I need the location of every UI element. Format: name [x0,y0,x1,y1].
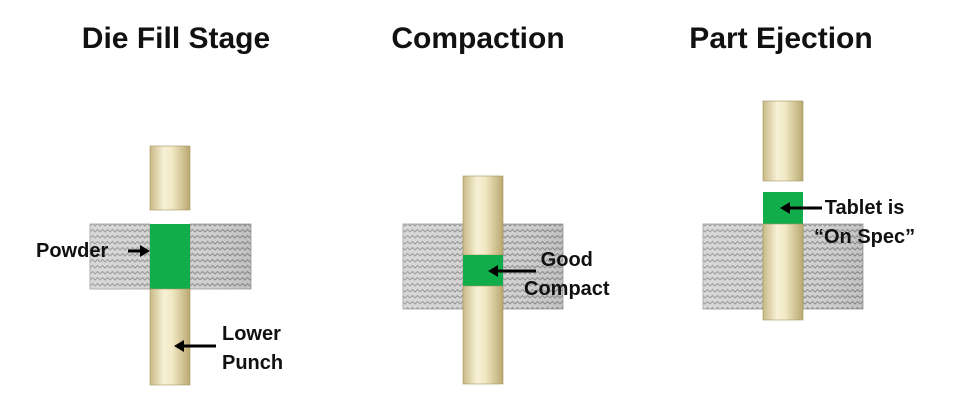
stage-die-fill [89,145,252,386]
upper-punch [462,175,504,256]
tablet-on-spec-label: Tablet is “On Spec” [814,197,916,248]
stage-compaction [402,175,564,385]
lower-punch-label: Lower Punch [222,323,284,374]
upper-punch [149,145,191,211]
stage-title-die-fill: Die Fill Stage [81,22,271,55]
stage-part-ejection [702,100,864,321]
lower-punch [462,285,504,385]
powder-fill [150,224,190,289]
lower-punch [762,223,804,321]
good-compact-label: Good Compact [524,249,610,300]
upper-punch [762,100,804,182]
stage-title-part-ejection: Part Ejection [689,22,873,55]
powder-label: Powder [36,240,109,262]
lower-punch-arrowhead [174,340,184,352]
stage-title-compaction: Compaction [391,22,565,55]
tablet-arrowhead [780,202,790,214]
good-compact-arrowhead [488,265,498,277]
powder-arrowhead [140,245,150,257]
lower-punch [149,288,191,386]
